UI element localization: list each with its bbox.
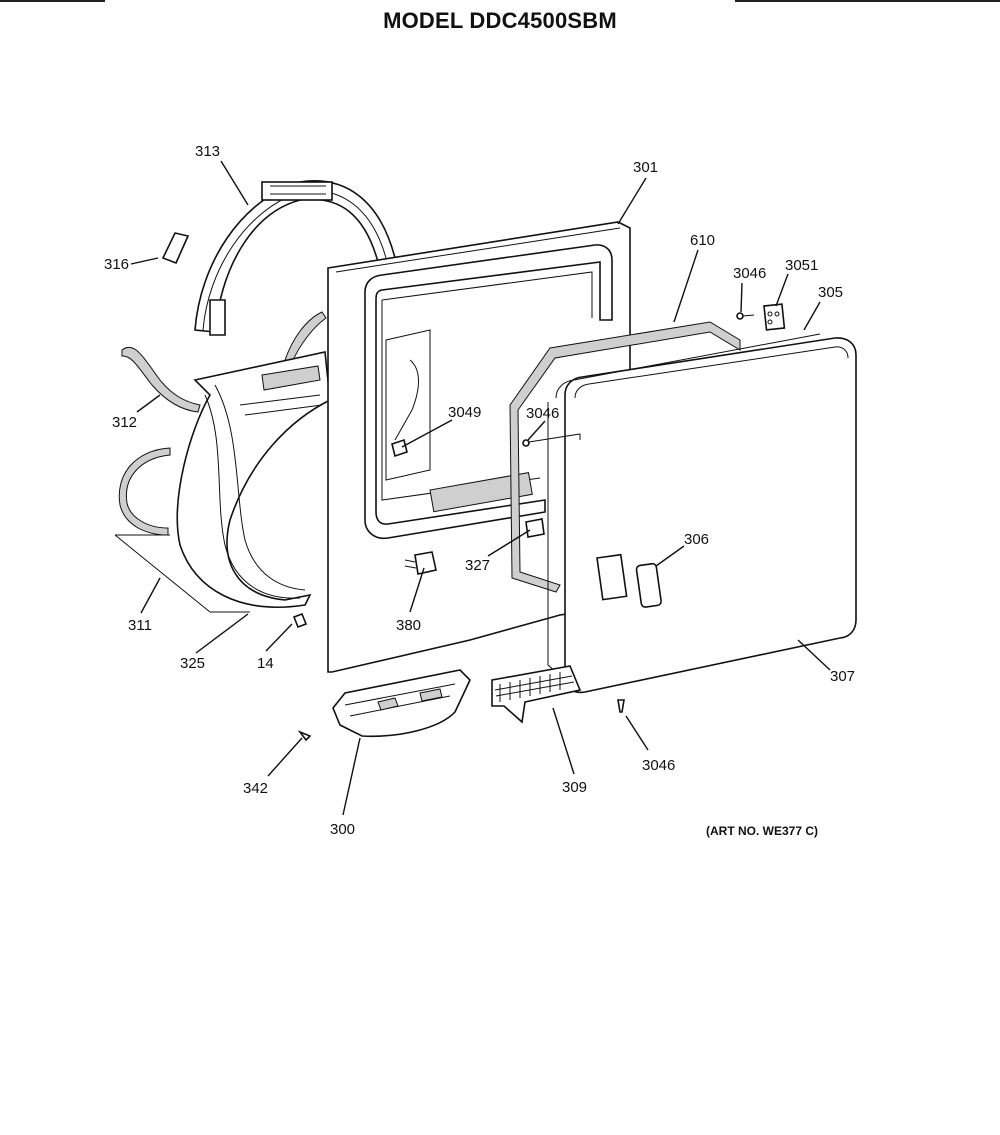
label-312: 312: [112, 414, 137, 431]
label-301: 301: [633, 159, 658, 176]
model-title: MODEL DDC4500SBM: [383, 8, 617, 33]
label-300: 300: [330, 821, 355, 838]
label-610: 610: [690, 232, 715, 249]
label-307: 307: [830, 668, 855, 685]
part-3046-screw-door: [522, 433, 581, 447]
art-number: (ART NO. WE377 C): [706, 824, 818, 838]
label-305: 305: [818, 284, 843, 301]
label-316: 316: [104, 256, 129, 273]
label-313: 313: [195, 143, 220, 160]
label-380: 380: [396, 617, 421, 634]
top-rule-left: [0, 0, 105, 2]
part-3046-screw-top: [736, 312, 755, 320]
part-327-latch: [525, 518, 545, 538]
part-301-front-panel: [327, 221, 631, 673]
label-3046-bottom: 3046: [642, 757, 675, 774]
part-306-handle: [596, 553, 662, 608]
part-3051-hinge: [763, 303, 786, 331]
top-rule-right: [735, 0, 1000, 2]
part-307-door: [547, 333, 857, 694]
part-312-gasket: [121, 311, 327, 413]
label-342: 342: [243, 780, 268, 797]
label-325: 325: [180, 655, 205, 672]
part-3046-screw-bottom: [617, 699, 625, 713]
label-309: 309: [562, 779, 587, 796]
label-311: 311: [128, 617, 152, 634]
label-3049: 3049: [448, 404, 481, 421]
part-309-grille: [491, 665, 582, 724]
part-316-pad: [161, 232, 190, 265]
label-327: 327: [465, 557, 490, 574]
part-610-door-gasket: [509, 321, 741, 593]
part-311-seal: [114, 447, 250, 613]
label-306: 306: [684, 531, 709, 548]
leader-lines: [130, 160, 831, 816]
part-14-clip: [292, 612, 308, 629]
part-300-toe-panel: [332, 669, 471, 738]
part-325-front-panel: [176, 351, 331, 608]
label-3046-door: 3046: [526, 405, 559, 422]
part-380-switch: [404, 551, 437, 575]
part-3049-hinge-clip: [391, 438, 408, 458]
label-14: 14: [257, 655, 274, 672]
label-3046-top: 3046: [733, 265, 766, 282]
label-3051: 3051: [785, 257, 818, 274]
part-342-screw: [297, 730, 312, 742]
